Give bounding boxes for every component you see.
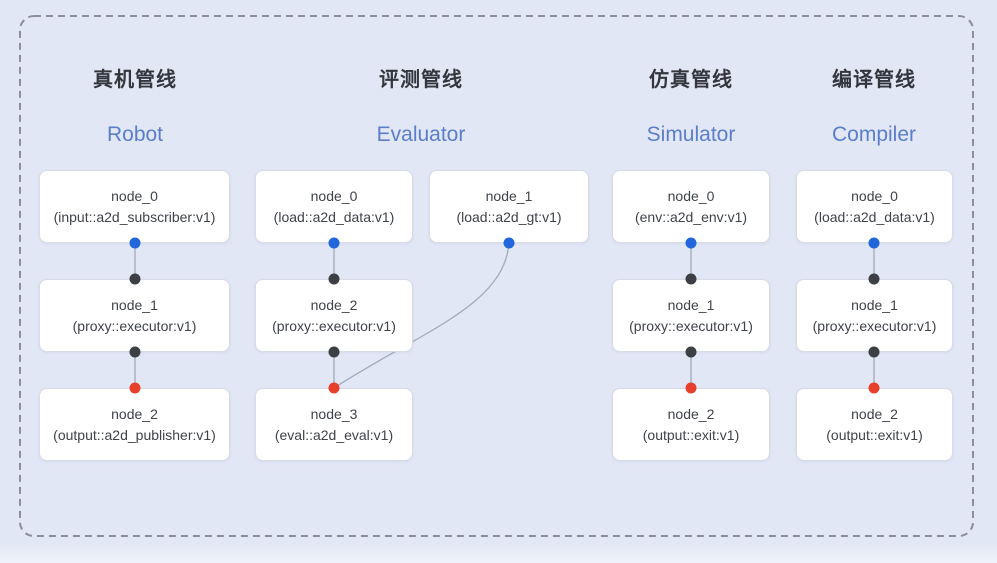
node-name: node_2 bbox=[310, 296, 358, 313]
node-impl: (proxy::executor:v1) bbox=[629, 317, 753, 334]
pipeline-title-en-evaluator: Evaluator bbox=[376, 123, 466, 146]
input-port-dot-red bbox=[328, 382, 340, 394]
node-box-eval-node3: node_3 (eval::a2d_eval:v1) bbox=[255, 388, 413, 461]
pipeline-title-zh-simulator: 仿真管线 bbox=[649, 69, 733, 91]
output-port-dot-blue bbox=[685, 237, 697, 249]
node-impl: (env::a2d_env:v1) bbox=[634, 208, 748, 225]
pipeline-title-zh-robot: 真机管线 bbox=[93, 69, 177, 91]
node-impl: (output::exit:v1) bbox=[826, 426, 923, 443]
node-box-sim-node2: node_2 (output::exit:v1) bbox=[612, 388, 770, 461]
input-port-dot-dark bbox=[685, 273, 697, 285]
node-name: node_1 bbox=[485, 187, 533, 204]
node-box-comp-node1: node_1 (proxy::executor:v1) bbox=[796, 279, 953, 352]
node-impl: (eval::a2d_eval:v1) bbox=[274, 426, 394, 443]
input-port-dot-dark bbox=[328, 273, 340, 285]
node-impl: (proxy::executor:v1) bbox=[812, 317, 937, 334]
input-port-dot-dark bbox=[868, 273, 880, 285]
output-port-dot-blue bbox=[129, 237, 141, 249]
node-impl: (proxy::executor:v1) bbox=[272, 317, 396, 334]
pipeline-title-zh-evaluator: 评测管线 bbox=[379, 69, 463, 91]
node-name: node_2 bbox=[111, 405, 158, 422]
node-name: node_1 bbox=[667, 296, 715, 313]
output-port-dot-blue bbox=[503, 237, 515, 249]
pipeline-title-en-compiler: Compiler bbox=[831, 123, 917, 146]
edge-eval-n1-n3-curve bbox=[333, 242, 510, 389]
node-impl: (load::a2d_gt:v1) bbox=[456, 208, 562, 225]
pipeline-title-en-robot: Robot bbox=[106, 123, 164, 146]
output-port-dot-blue bbox=[868, 237, 880, 249]
input-port-dot-red bbox=[868, 382, 880, 394]
input-port-dot-dark bbox=[129, 273, 141, 285]
node-name: node_0 bbox=[667, 187, 715, 204]
pipeline-title-en-simulator: Simulator bbox=[646, 123, 736, 146]
pipeline-title-zh-compiler: 编译管线 bbox=[832, 69, 916, 91]
node-name: node_2 bbox=[667, 405, 715, 422]
node-name: node_1 bbox=[111, 296, 158, 313]
node-name: node_1 bbox=[851, 296, 898, 313]
node-name: node_2 bbox=[851, 405, 898, 422]
node-box-sim-node1: node_1 (proxy::executor:v1) bbox=[612, 279, 770, 352]
node-impl: (output::exit:v1) bbox=[642, 426, 740, 443]
node-box-comp-node2: node_2 (output::exit:v1) bbox=[796, 388, 953, 461]
node-name: node_0 bbox=[851, 187, 898, 204]
node-name: node_0 bbox=[111, 187, 158, 204]
node-box-robot-node2: node_2 (output::a2d_publisher:v1) bbox=[39, 388, 230, 461]
input-port-dot-red bbox=[685, 382, 697, 394]
node-box-eval-node1: node_1 (load::a2d_gt:v1) bbox=[429, 170, 589, 243]
node-impl: (proxy::executor:v1) bbox=[72, 317, 197, 334]
node-box-eval-node0: node_0 (load::a2d_data:v1) bbox=[255, 170, 413, 243]
node-impl: (load::a2d_data:v1) bbox=[273, 208, 395, 225]
node-impl: (load::a2d_data:v1) bbox=[814, 208, 935, 225]
output-port-dot-blue bbox=[328, 237, 340, 249]
node-box-comp-node0: node_0 (load::a2d_data:v1) bbox=[796, 170, 953, 243]
node-name: node_3 bbox=[310, 405, 358, 422]
node-impl: (input::a2d_subscriber:v1) bbox=[53, 208, 216, 225]
node-impl: (output::a2d_publisher:v1) bbox=[53, 426, 216, 443]
output-port-dot-dark bbox=[328, 346, 340, 358]
node-box-robot-node0: node_0 (input::a2d_subscriber:v1) bbox=[39, 170, 230, 243]
output-port-dot-dark bbox=[685, 346, 697, 358]
output-port-dot-dark bbox=[868, 346, 880, 358]
output-port-dot-dark bbox=[129, 346, 141, 358]
node-name: node_0 bbox=[310, 187, 358, 204]
input-port-dot-red bbox=[129, 382, 141, 394]
node-box-eval-node2: node_2 (proxy::executor:v1) bbox=[255, 279, 413, 352]
node-box-robot-node1: node_1 (proxy::executor:v1) bbox=[39, 279, 230, 352]
node-box-sim-node0: node_0 (env::a2d_env:v1) bbox=[612, 170, 770, 243]
dashed-frame-rect bbox=[19, 15, 974, 537]
